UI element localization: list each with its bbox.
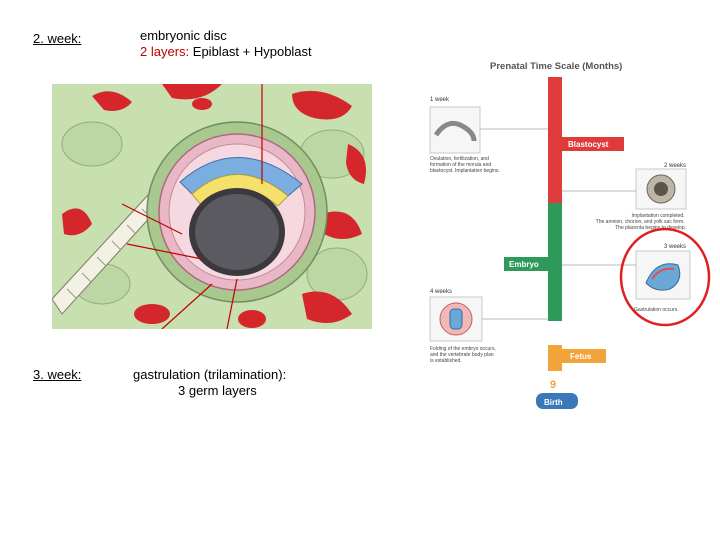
week-3-tag: 3 weeks (664, 244, 686, 250)
week-3-caption: Gastrulation occurs. (634, 307, 678, 313)
birth-label-box (536, 393, 578, 409)
week-2-description: embryonic disc 2 layers: Epiblast + Hypo… (140, 28, 312, 60)
week-2-line-1: embryonic disc (140, 28, 227, 43)
embryo-label: Embryo (509, 260, 539, 269)
week-3-line-2: 3 germ layers (178, 383, 257, 398)
layer-count: 2 (140, 44, 148, 59)
layer-names: Epiblast + Hypoblast (192, 44, 312, 59)
blastocyst-bar (548, 77, 562, 203)
week-2-caption: Implantation completed. The amnion, chor… (596, 213, 686, 231)
fetus-bar (548, 345, 562, 371)
blastocyst-label-box (562, 137, 624, 151)
birth-label: Birth (544, 398, 563, 407)
embryonic-disc-illustration (52, 84, 372, 329)
embryo-label-box (504, 257, 548, 271)
week-1-tag: 1 week (430, 97, 450, 103)
week-3-label: 3. week: (33, 367, 82, 382)
week-2-tag: 2 weeks (664, 163, 686, 169)
blastocyst-label: Blastocyst (568, 140, 609, 149)
week-4-tag: 4 weeks (430, 289, 452, 295)
week-3-line-1: gastrulation (trilamination): (133, 367, 287, 382)
layers-word: layers: (150, 44, 190, 59)
timescale-title: Prenatal Time Scale (Months) (490, 61, 622, 72)
month-1-marker: 1 (552, 313, 557, 323)
week-1-caption: Ovulation, fertilization, and formation … (430, 156, 500, 174)
fetus-label-box (562, 349, 606, 363)
week-4-caption: Folding of the embryo occurs, and the ve… (430, 346, 497, 364)
week-3-description: gastrulation (trilamination): 3 germ lay… (133, 367, 286, 399)
week-3-highlight-circle (619, 227, 711, 327)
fetus-label: Fetus (570, 352, 592, 361)
month-9-marker: 9 (550, 379, 556, 391)
prenatal-time-scale: Prenatal Time Scale (Months) 1 week Ovul… (429, 61, 711, 409)
week-2-label: 2. week: (33, 31, 82, 46)
embryo-bar (548, 203, 562, 321)
